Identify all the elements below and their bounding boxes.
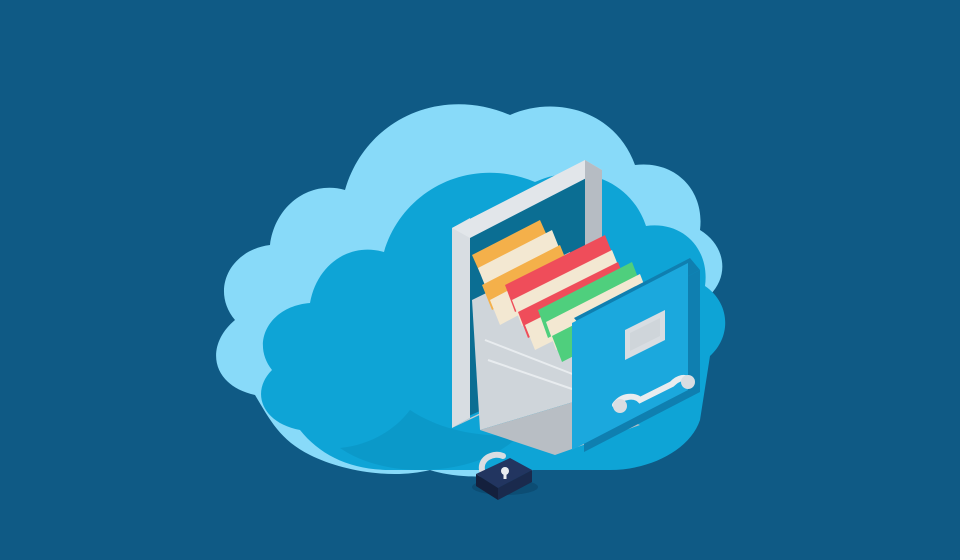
drawer-label-holder [625, 310, 665, 360]
drawer-handle [612, 374, 695, 413]
cloud-inner-shade [340, 410, 520, 470]
drawer-frame-top [452, 160, 602, 238]
drawer-box-ribs [484, 339, 576, 391]
filing-drawer-icon [452, 160, 700, 455]
drawer-frame-left [452, 218, 470, 428]
folder-orange-1 [472, 220, 548, 273]
padlock-icon [472, 451, 538, 500]
